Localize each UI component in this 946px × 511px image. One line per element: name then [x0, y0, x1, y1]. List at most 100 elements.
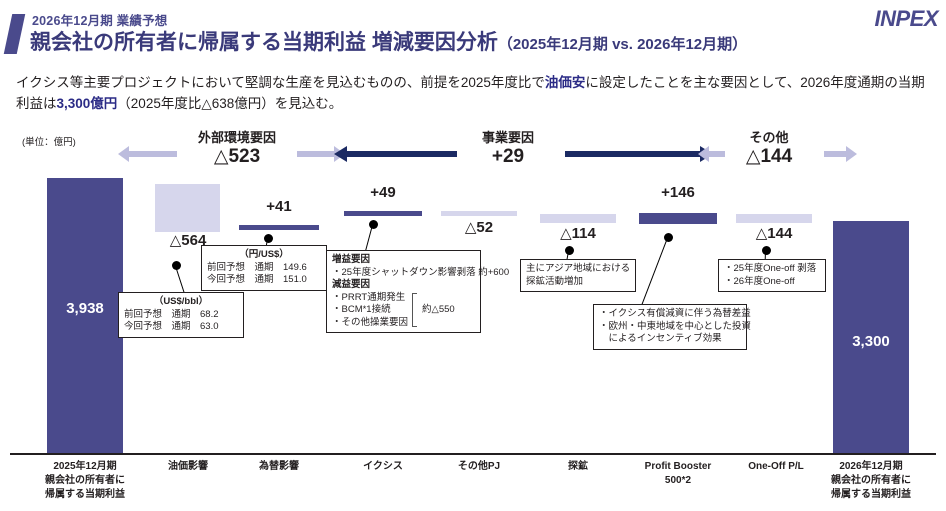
bar-fy2025-total[interactable] [47, 178, 123, 453]
axis-label-one-off-l1: One-Off P/L [748, 461, 804, 472]
bar-fx[interactable] [239, 225, 319, 230]
bar-label-fy2025-total: 3,938 [66, 300, 104, 317]
waterfall-chart: 3,938 △564 +41 +49 △52 △114 +146 △144 3,… [0, 178, 946, 455]
axis-label-fy2026-l1: 2026年12月期 [839, 461, 903, 472]
axis-label-pb-l1: Profit Booster [644, 461, 712, 472]
callout-oneoff-row1: ・25年度One-off 剥落 [724, 263, 817, 274]
callout-ichthys-row4: ・その他操業要因 [332, 316, 409, 328]
callout-ichthys-row2: ・PRRT通期発生 [332, 291, 406, 303]
axis-label-fx-l1: 為替影響 [259, 461, 299, 472]
bar-one-off[interactable] [736, 214, 812, 223]
lead-emphasis-profit: 3,300億円 [56, 96, 118, 111]
bar-label-ichthys: +49 [370, 184, 396, 201]
axis-label-oil-price-l1: 油価影響 [168, 461, 208, 472]
lead-text-1: イクシス等主要プロジェクトにおいて堅調な生産を見込むものの、前提を2025年度比… [16, 75, 545, 90]
axis-label-oil-price: 油価影響 [140, 460, 236, 474]
axis-label-ichthys: イクシス [335, 460, 431, 474]
axis-label-fy2026-l3: 帰属する当期利益 [831, 489, 911, 500]
callout-ichthys-brace [412, 293, 418, 328]
bar-fy2026-total[interactable] [833, 221, 909, 453]
bar-label-exploration: △114 [560, 225, 596, 242]
leader-line-profit-booster [640, 237, 668, 308]
group-external-factors: 外部環境要因 △523 [178, 130, 296, 167]
bar-other-pj[interactable] [441, 211, 517, 216]
callout-fx[interactable]: （円/US$） 前回予想 通期 149.6 今回予想 通期 151.0 [201, 245, 327, 291]
bar-label-one-off: △144 [755, 225, 793, 242]
bar-oil-price[interactable] [155, 184, 220, 232]
group-other-value: △144 [745, 146, 793, 167]
callout-pb-row2: ・欧州・中東地域を中心とした投資 [599, 320, 752, 332]
lead-text-2: に設定したことを主な要因として、2026年度通期 [585, 75, 885, 90]
callout-oil-row2: 今回予想 通期 63.0 [124, 321, 219, 332]
callout-oil-price[interactable]: （US$/bbl） 前回予想 通期 68.2 今回予想 通期 63.0 [118, 292, 244, 338]
axis-label-profit-booster: Profit Booster 500*2 [622, 460, 734, 488]
group-business-label: 事業要因 [481, 130, 534, 145]
group-arrow-band: 外部環境要因 △523 事業要因 +29 その他 △144 [0, 126, 946, 178]
callout-exploration-row1: 主にアジア地域における [526, 263, 631, 274]
chart-x-axis: 2025年12月期 親会社の所有者に 帰属する当期利益 油価影響 為替影響 イク… [0, 456, 946, 511]
axis-label-exploration-l1: 探鉱 [568, 461, 588, 472]
callout-oneoff-row2: ・26年度One-off [724, 275, 795, 287]
callout-ichthys-row3: ・BCM*1接続 [332, 304, 391, 315]
axis-label-fy2025-l3: 帰属する当期利益 [45, 489, 125, 500]
axis-label-fy2025: 2025年12月期 親会社の所有者に 帰属する当期利益 [22, 460, 148, 502]
callout-oil-title: （US$/bbl） [153, 296, 209, 307]
axis-label-ichthys-l1: イクシス [363, 461, 403, 472]
callout-exploration-row2: 探鉱活動増加 [526, 275, 584, 287]
callout-oil-row1: 前回予想 通期 68.2 [124, 308, 219, 320]
page-title-main: 親会社の所有者に帰属する当期利益 増減要因分析 [30, 31, 498, 54]
callout-ichthys[interactable]: 増益要因 ・25年度シャットダウン影響剥落 約+600 減益要因 ・PRRT通期… [326, 250, 510, 333]
callout-ichthys-head1: 増益要因 [332, 254, 371, 265]
bar-label-fx: +41 [266, 198, 292, 215]
inpex-logo: INPEX [874, 6, 938, 31]
page-title-sub: （2025年12月期 vs. 2026年12月期） [497, 36, 748, 53]
bar-label-profit-booster: +146 [661, 184, 695, 201]
axis-label-exploration: 探鉱 [530, 460, 626, 474]
group-business-factors: 事業要因 +29 [458, 130, 558, 167]
axis-label-fy2026: 2026年12月期 親会社の所有者に 帰属する当期利益 [808, 460, 934, 502]
slide-header: 2026年12月期 業績予想 親会社の所有者に帰属する当期利益 増減要因分析（2… [0, 0, 946, 58]
leader-dot-oil-price [172, 261, 181, 270]
callout-pb-row1: ・イクシス有償減資に伴う為替差益 [599, 308, 751, 319]
group-other-label: その他 [749, 130, 789, 145]
group-external-value: △523 [213, 146, 261, 167]
axis-label-other-pj: その他PJ [431, 460, 527, 474]
group-external-label: 外部環境要因 [197, 130, 276, 145]
chart-baseline [10, 453, 936, 455]
axis-label-fy2025-l2: 親会社の所有者に [45, 475, 125, 486]
bar-exploration[interactable] [540, 214, 616, 223]
callout-fx-title: （円/US$） [239, 249, 289, 260]
leader-dot-fx [264, 234, 273, 243]
axis-label-fx: 為替影響 [231, 460, 327, 474]
axis-label-fy2025-l1: 2025年12月期 [53, 461, 117, 472]
callout-ichthys-row1: ・25年度シャットダウン影響剥落 約+600 [332, 266, 510, 278]
axis-label-other-pj-l1: その他PJ [457, 461, 501, 472]
page-title: 親会社の所有者に帰属する当期利益 増減要因分析（2025年12月期 vs. 20… [30, 26, 747, 56]
lead-text-3: の当期利益は [16, 75, 925, 111]
group-other-factors: その他 △144 [723, 130, 815, 167]
leader-dot-one-off [762, 246, 771, 255]
bar-ichthys[interactable] [344, 211, 422, 216]
callout-fx-row2: 今回予想 通期 151.0 [207, 274, 307, 285]
group-business-value: +29 [491, 146, 525, 167]
callout-profit-booster[interactable]: ・イクシス有償減資に伴う為替差益 ・欧州・中東地域を中心とした投資 によるインセ… [593, 304, 752, 350]
lead-emphasis-oil: 油価安 [544, 75, 586, 90]
bar-profit-booster[interactable] [639, 213, 717, 224]
leader-dot-profit-booster [664, 233, 673, 242]
unit-note: (単位：億円) [22, 137, 76, 148]
leader-line-ichthys [364, 224, 373, 252]
callout-one-off[interactable]: ・25年度One-off 剥落 ・26年度One-off [718, 259, 826, 292]
bar-label-other-pj: △52 [464, 219, 494, 236]
summary-paragraph: イクシス等主要プロジェクトにおいて堅調な生産を見込むものの、前提を2025年度比… [16, 72, 934, 114]
axis-label-pb-l2: 500*2 [664, 475, 692, 486]
callout-ichthys-head2: 減益要因 [332, 279, 371, 290]
axis-label-one-off: One-Off P/L [725, 460, 827, 474]
lead-text-4: （2025年度比△638億円）を見込む。 [117, 96, 343, 111]
bar-label-fy2026-total: 3,300 [852, 333, 890, 350]
callout-exploration[interactable]: 主にアジア地域における 探鉱活動増加 [520, 259, 636, 292]
header-kicker: 2026年12月期 業績予想 [32, 14, 168, 28]
callout-pb-row3: によるインセンティブ効果 [599, 333, 722, 344]
header-accent-bar [3, 14, 26, 54]
bar-label-oil-price: △564 [169, 232, 207, 249]
